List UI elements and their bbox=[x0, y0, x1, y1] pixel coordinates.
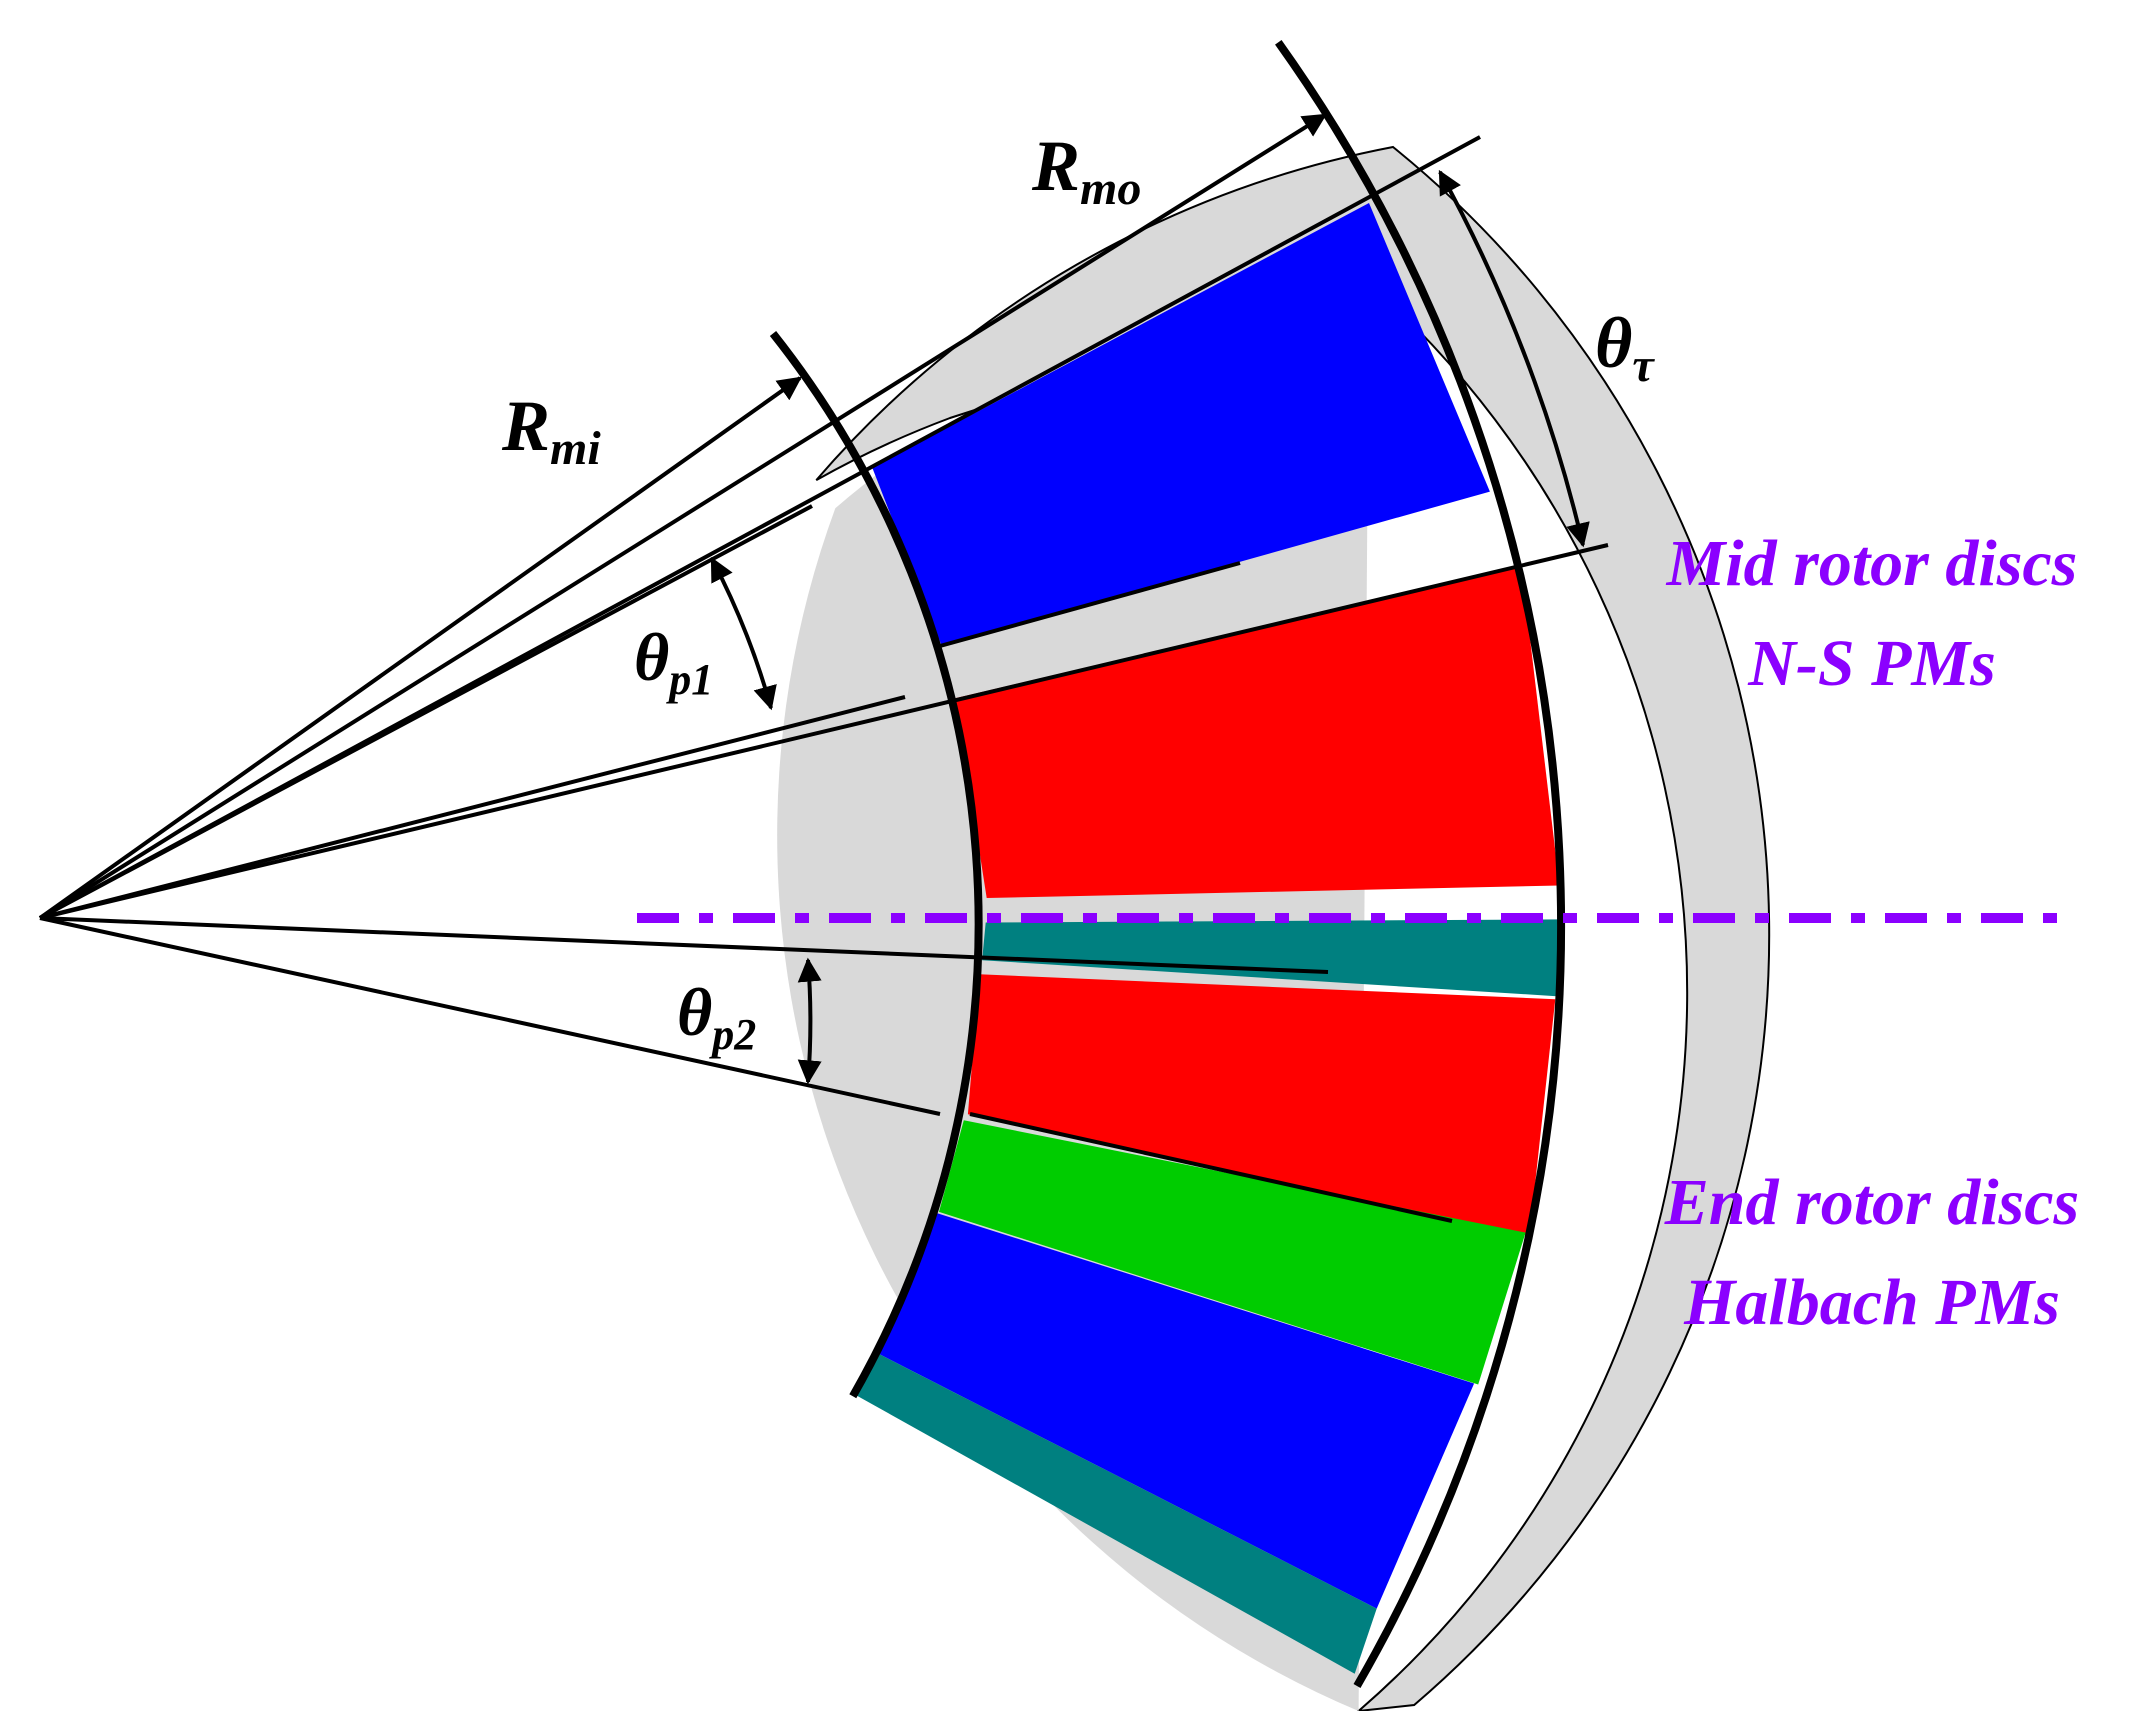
theta-p1-arrow bbox=[710, 556, 777, 711]
theta-tau-arrow bbox=[1438, 169, 1590, 548]
end-pm-teal-bottom bbox=[853, 1352, 1377, 1674]
rotor-disc-band bbox=[815, 145, 1771, 1711]
theta-tau-label: θτ bbox=[1595, 303, 1655, 392]
end-rotor-note-line2: Halbach PMs bbox=[1683, 1266, 2060, 1339]
dimension-arrows bbox=[38, 113, 1590, 1085]
end-pm-blue bbox=[875, 1213, 1475, 1609]
theta-p1-label: θp1 bbox=[634, 619, 713, 704]
r-mo-arrow bbox=[38, 113, 1328, 920]
outer-radius-arc bbox=[1275, 39, 1566, 1688]
theta-p2-arrow bbox=[797, 957, 822, 1085]
mid-pm-red bbox=[955, 566, 1560, 898]
r-mi-label: Rmi bbox=[501, 386, 601, 475]
end-rotor-note-line1: End rotor discs bbox=[1664, 1166, 2079, 1239]
end-pm-teal-top bbox=[982, 919, 1562, 997]
theta-p2-label: θp2 bbox=[677, 974, 756, 1059]
r-mi-arrow bbox=[38, 376, 802, 920]
end-pm-red bbox=[967, 974, 1556, 1236]
inner-radius-arc bbox=[769, 331, 983, 1399]
radial-lines bbox=[39, 135, 1609, 1223]
end-pm-green bbox=[939, 1120, 1526, 1385]
mid-rotor-note-line1: Mid rotor discs bbox=[1666, 527, 2078, 600]
r-mo-label: Rmo bbox=[1031, 126, 1141, 215]
mid-rotor-note-line2: N-S PMs bbox=[1747, 627, 1996, 700]
mid-pm-blue bbox=[872, 203, 1490, 646]
